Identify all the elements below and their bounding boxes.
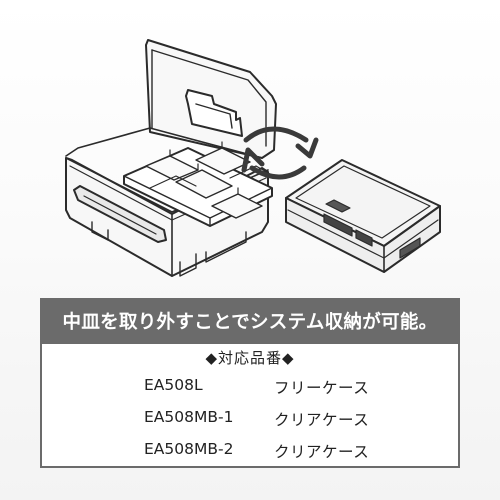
feature-banner-text: 中皿を取り外すことでシステム収納が可能。 — [62, 312, 438, 333]
product-name: クリアケース — [274, 443, 370, 461]
clear-case-drawing — [285, 159, 441, 273]
product-illustration — [65, 39, 441, 277]
product-code: EA508MB-1 — [144, 408, 234, 426]
toolbox-carry-handle — [73, 185, 167, 243]
product-name: フリーケース — [274, 379, 370, 397]
product-row: EA508MB-2 クリアケース — [42, 440, 458, 464]
swap-arrows-icon — [241, 126, 319, 180]
clear-case-latch — [323, 213, 353, 237]
product-code: EA508L — [144, 376, 203, 394]
toolbox-drawing — [65, 39, 277, 277]
product-name: クリアケース — [274, 411, 370, 429]
compatible-products-heading: ◆対応品番◆ — [205, 349, 295, 367]
compatible-products-box: ◆対応品番◆ EA508L フリーケース EA508MB-1 クリアケース EA… — [40, 344, 460, 468]
product-code: EA508MB-2 — [144, 440, 234, 458]
toolbox-lid-handle — [185, 89, 243, 137]
feature-banner: 中皿を取り外すことでシステム収納が可能。 — [40, 298, 460, 344]
product-row: EA508L フリーケース — [42, 376, 458, 400]
product-row: EA508MB-1 クリアケース — [42, 408, 458, 432]
